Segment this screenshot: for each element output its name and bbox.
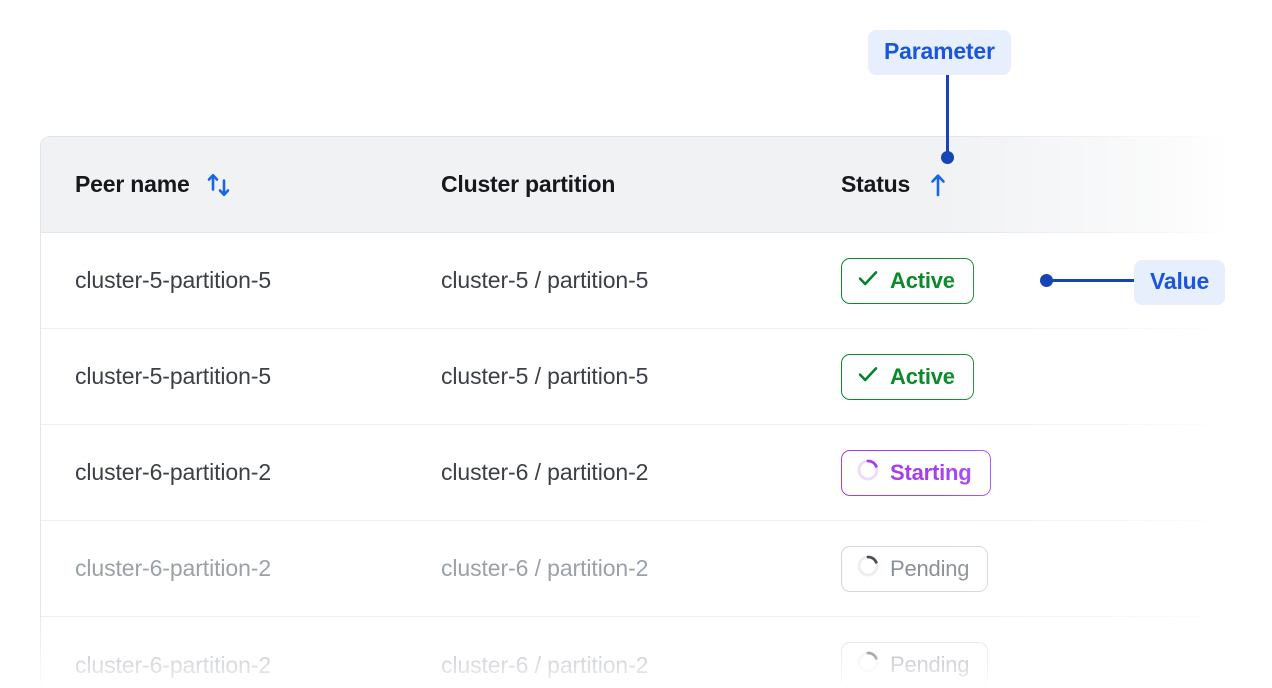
sort-both-arrows-icon[interactable] bbox=[204, 170, 234, 200]
spinner-icon bbox=[856, 554, 880, 584]
cell-peer-name: cluster-6-partition-2 bbox=[75, 459, 272, 485]
spinner-icon bbox=[856, 650, 880, 680]
status-badge-label: Active bbox=[890, 363, 955, 389]
cell-cluster-partition: cluster-6 / partition-2 bbox=[441, 459, 649, 485]
callout-value: Value bbox=[1134, 260, 1226, 305]
status-badge-label: Starting bbox=[890, 459, 972, 485]
column-header-cluster-partition[interactable]: Cluster partition bbox=[441, 171, 841, 198]
peers-table: Peer name Cluster partiti bbox=[40, 136, 1240, 688]
status-badge-pending: Pending bbox=[841, 642, 989, 688]
table-row[interactable]: cluster-6-partition-2 cluster-6 / partiti… bbox=[41, 425, 1239, 521]
status-badge-active: Active bbox=[841, 353, 974, 400]
check-icon bbox=[856, 362, 880, 392]
cell-status: Pending bbox=[841, 642, 1239, 688]
status-badge-label: Active bbox=[890, 267, 955, 293]
cell-status: Pending bbox=[841, 545, 1239, 592]
table-row[interactable]: cluster-5-partition-5 cluster-5 / partiti… bbox=[41, 233, 1239, 329]
check-icon bbox=[856, 266, 880, 296]
table-header-row: Peer name Cluster partiti bbox=[41, 137, 1239, 233]
value-connector-dot bbox=[1040, 274, 1053, 287]
status-badge-pending: Pending bbox=[841, 545, 989, 592]
column-header-cluster-partition-label: Cluster partition bbox=[441, 171, 616, 197]
table-row[interactable]: cluster-5-partition-5 cluster-5 / partiti… bbox=[41, 329, 1239, 425]
column-header-status[interactable]: Status bbox=[841, 170, 1239, 200]
column-header-status-label: Status bbox=[841, 171, 911, 197]
cell-cluster-partition: cluster-6 / partition-2 bbox=[441, 555, 649, 581]
column-header-peer-name[interactable]: Peer name bbox=[41, 170, 441, 200]
table-row[interactable]: cluster-6-partition-2 cluster-6 / partiti… bbox=[41, 617, 1239, 688]
cell-cluster-partition: cluster-6 / partition-2 bbox=[441, 651, 649, 678]
spinner-icon bbox=[856, 458, 880, 488]
status-badge-starting: Starting bbox=[841, 449, 991, 496]
callout-parameter: Parameter bbox=[868, 30, 1011, 75]
column-header-peer-name-label: Peer name bbox=[75, 171, 190, 197]
status-badge-active: Active bbox=[841, 257, 974, 304]
table-row[interactable]: cluster-6-partition-2 cluster-6 / partiti… bbox=[41, 521, 1239, 617]
value-connector-line bbox=[1050, 279, 1134, 282]
cell-status: Starting bbox=[841, 449, 1239, 496]
cell-cluster-partition: cluster-5 / partition-5 bbox=[441, 267, 649, 293]
table-body: cluster-5-partition-5 cluster-5 / partiti… bbox=[41, 233, 1239, 688]
cell-status: Active bbox=[841, 257, 1239, 304]
cell-peer-name: cluster-6-partition-2 bbox=[75, 651, 272, 678]
parameter-connector-dot bbox=[941, 151, 954, 164]
cell-peer-name: cluster-6-partition-2 bbox=[75, 555, 272, 581]
cell-status: Active bbox=[841, 353, 1239, 400]
sort-up-arrow-icon[interactable] bbox=[924, 170, 952, 200]
cell-peer-name: cluster-5-partition-5 bbox=[75, 363, 272, 389]
parameter-connector-line bbox=[946, 75, 949, 157]
cell-peer-name: cluster-5-partition-5 bbox=[75, 267, 272, 293]
cell-cluster-partition: cluster-5 / partition-5 bbox=[441, 363, 649, 389]
status-badge-label: Pending bbox=[890, 555, 970, 581]
status-badge-label: Pending bbox=[890, 652, 970, 677]
peers-table-container: Peer name Cluster partiti bbox=[40, 136, 1240, 688]
